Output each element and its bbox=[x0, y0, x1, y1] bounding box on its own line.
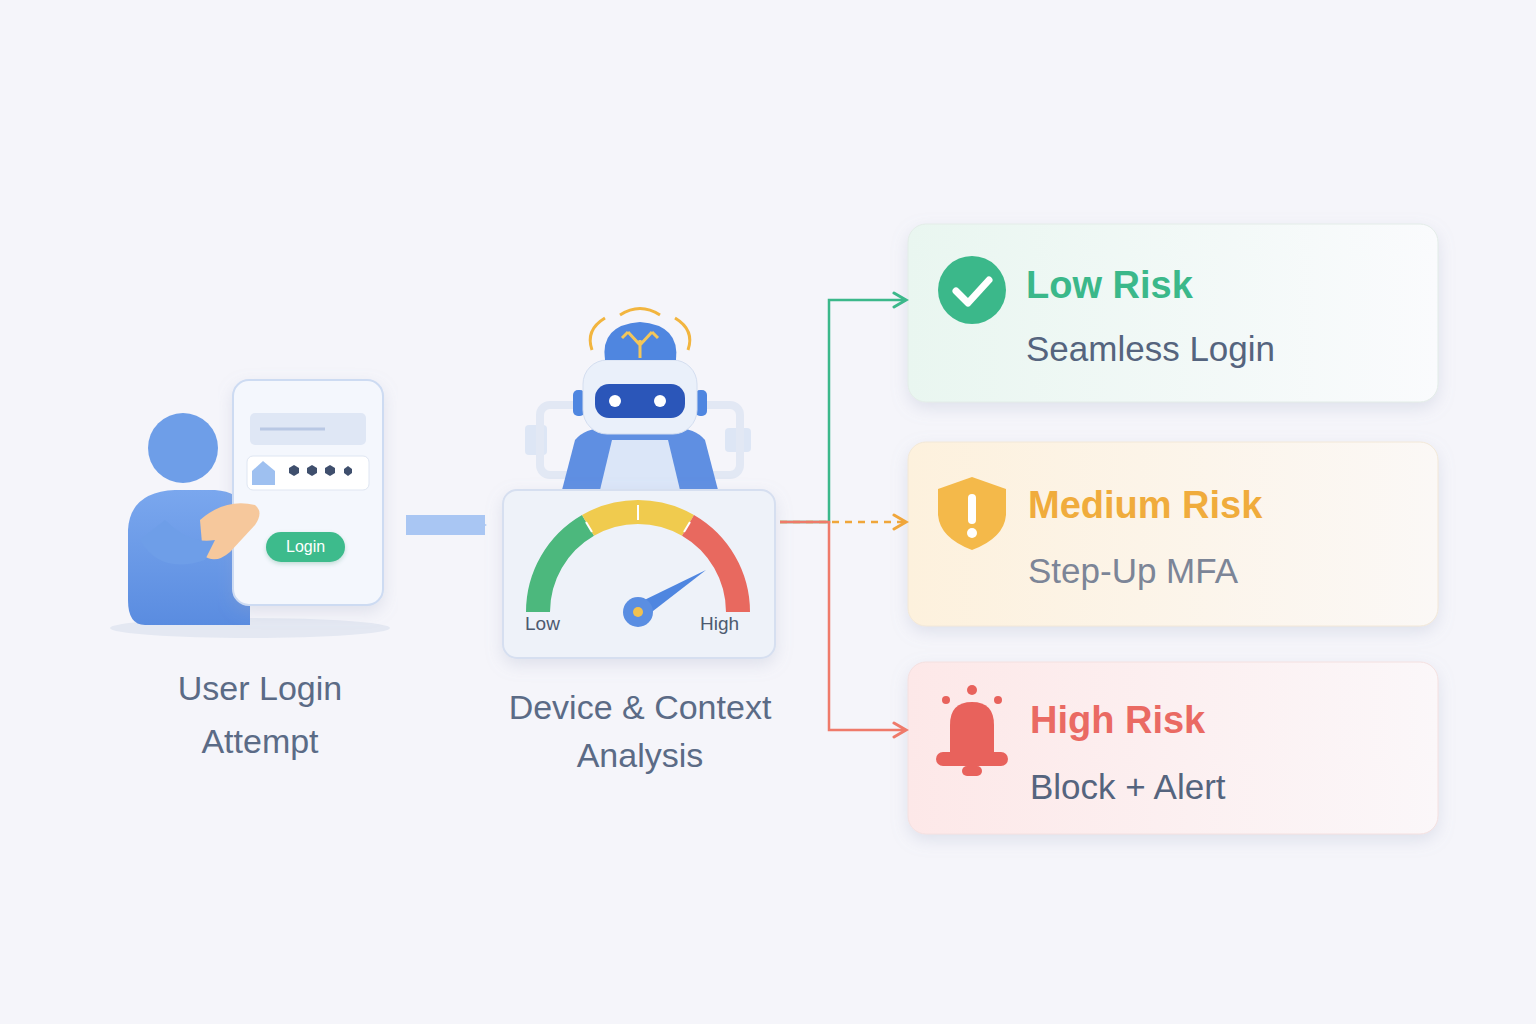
risk-gauge bbox=[503, 490, 775, 658]
node-label: Login bbox=[286, 537, 325, 557]
card-shape bbox=[908, 442, 1438, 626]
card-shape bbox=[908, 224, 1438, 402]
connector-arrow bbox=[780, 522, 906, 730]
connector-arrow bbox=[780, 300, 906, 522]
shield-icon bbox=[938, 477, 1006, 550]
connector-arrow bbox=[406, 515, 485, 535]
node-label: Seamless Login bbox=[1026, 327, 1426, 371]
card-title: Low Risk bbox=[1026, 262, 1426, 308]
card-shape bbox=[908, 662, 1438, 834]
card-title: High Risk bbox=[1030, 697, 1430, 743]
bell-icon bbox=[936, 685, 1008, 776]
user-arm bbox=[140, 520, 215, 565]
login-button: Login bbox=[266, 532, 345, 562]
node-label: Step-Up MFA bbox=[1028, 549, 1428, 593]
node-label: Device & Context Analysis bbox=[495, 683, 785, 779]
node-box: User Login Attempt Login bbox=[110, 370, 410, 774]
node-box: Medium RiskStep-Up MFA bbox=[908, 442, 1438, 626]
node-box: Low RiskSeamless Login bbox=[908, 224, 1438, 402]
card-title: Medium Risk bbox=[1028, 482, 1428, 528]
robot-figure bbox=[525, 309, 751, 491]
node-label: Block + Alert bbox=[1030, 765, 1430, 809]
check-icon bbox=[938, 256, 1006, 324]
node-label: User Login Attempt bbox=[135, 662, 385, 768]
node-box: Low HighDevice & Context Analysis bbox=[495, 300, 785, 785]
phone-screen bbox=[233, 380, 383, 605]
node-label: High bbox=[700, 612, 770, 636]
node-box: High RiskBlock + Alert bbox=[908, 662, 1438, 834]
node-label: Low bbox=[525, 612, 585, 636]
